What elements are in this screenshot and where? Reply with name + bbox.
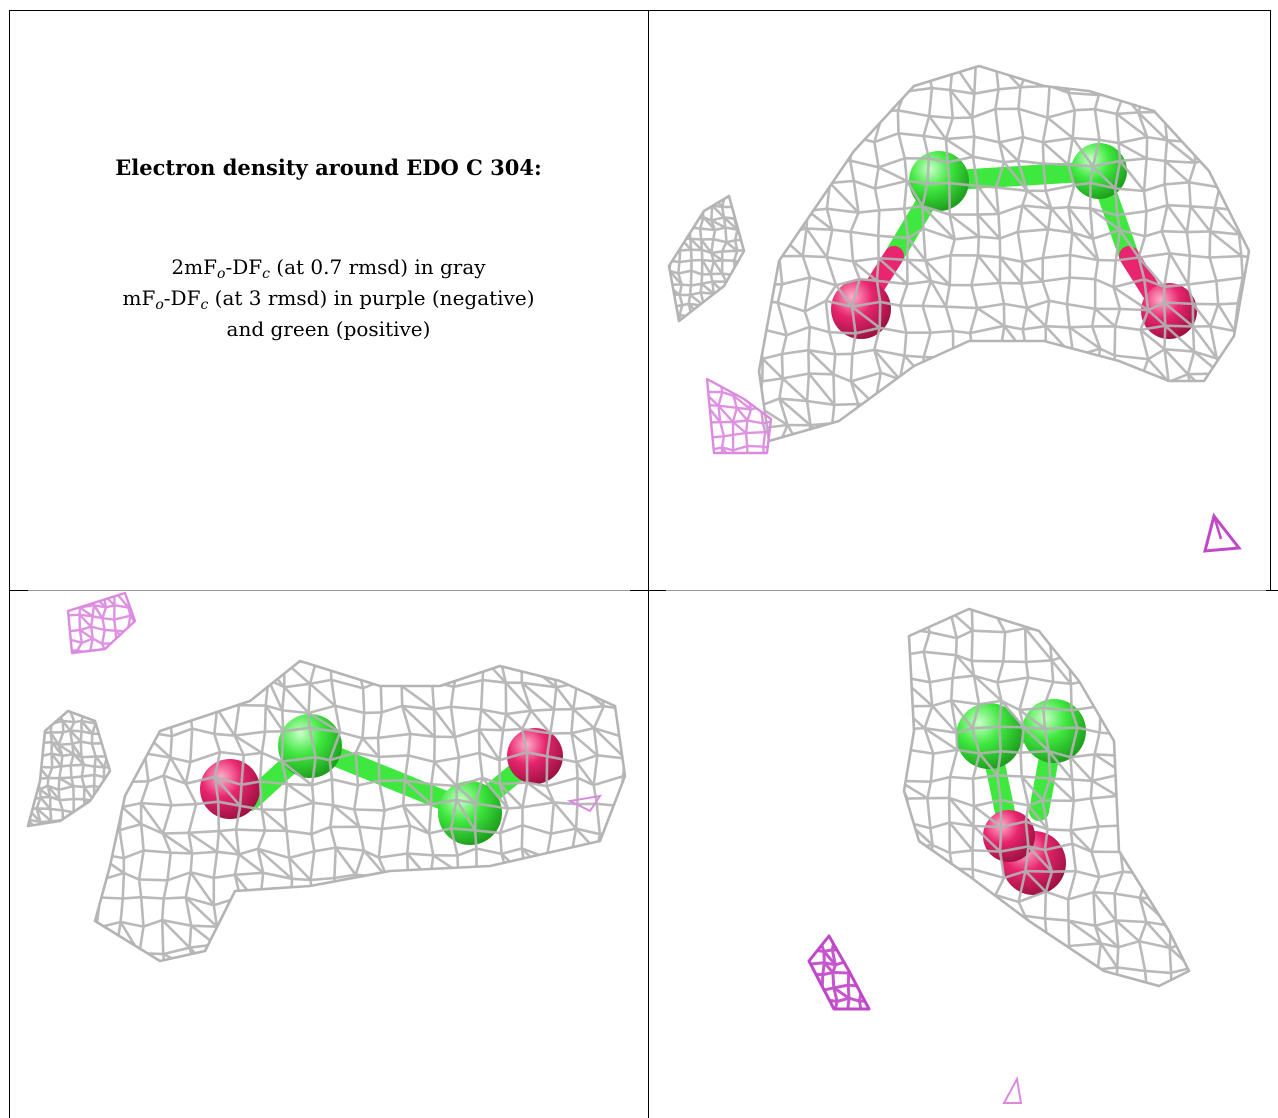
row-divider-tick-mid — [630, 590, 666, 591]
difference-density-negative — [807, 934, 871, 1011]
density-mesh-2fofc — [902, 607, 1191, 988]
row-divider-tick-left — [9, 590, 28, 591]
legend-line-2fofc: 2mFo-DFc (at 0.7 rmsd) in gray — [171, 255, 486, 282]
density-mesh-2fofc-fragment — [26, 709, 112, 828]
legend-line-colors: and green (positive) — [226, 317, 431, 341]
density-mesh-2fofc-fragment — [667, 194, 746, 323]
caption-legend: 2mFo-DFc (at 0.7 rmsd) in gray mFo-DFc (… — [10, 252, 647, 345]
difference-density-negative-small — [566, 794, 603, 813]
difference-density-negative-small — [1002, 1075, 1023, 1104]
row-divider-tick-right — [1266, 590, 1278, 591]
density-view-1 — [667, 64, 1251, 553]
difference-density-negative-small — [1203, 512, 1242, 553]
density-mesh-2fofc — [93, 659, 627, 963]
density-view-2 — [26, 591, 627, 963]
border-middle-vertical — [648, 10, 649, 1118]
density-mesh-2fofc — [757, 64, 1251, 443]
density-view-3 — [807, 607, 1191, 1104]
caption-cell: Electron density around EDO C 304: 2mFo-… — [10, 155, 647, 345]
caption-title: Electron density around EDO C 304: — [115, 155, 542, 180]
border-right — [1270, 10, 1271, 590]
border-top — [9, 10, 1271, 11]
ethylene-glycol-model — [200, 714, 563, 845]
difference-density-negative — [66, 591, 137, 655]
border-left — [9, 10, 10, 1118]
legend-line-fofc: mFo-DFc (at 3 rmsd) in purple (negative) — [122, 286, 535, 313]
